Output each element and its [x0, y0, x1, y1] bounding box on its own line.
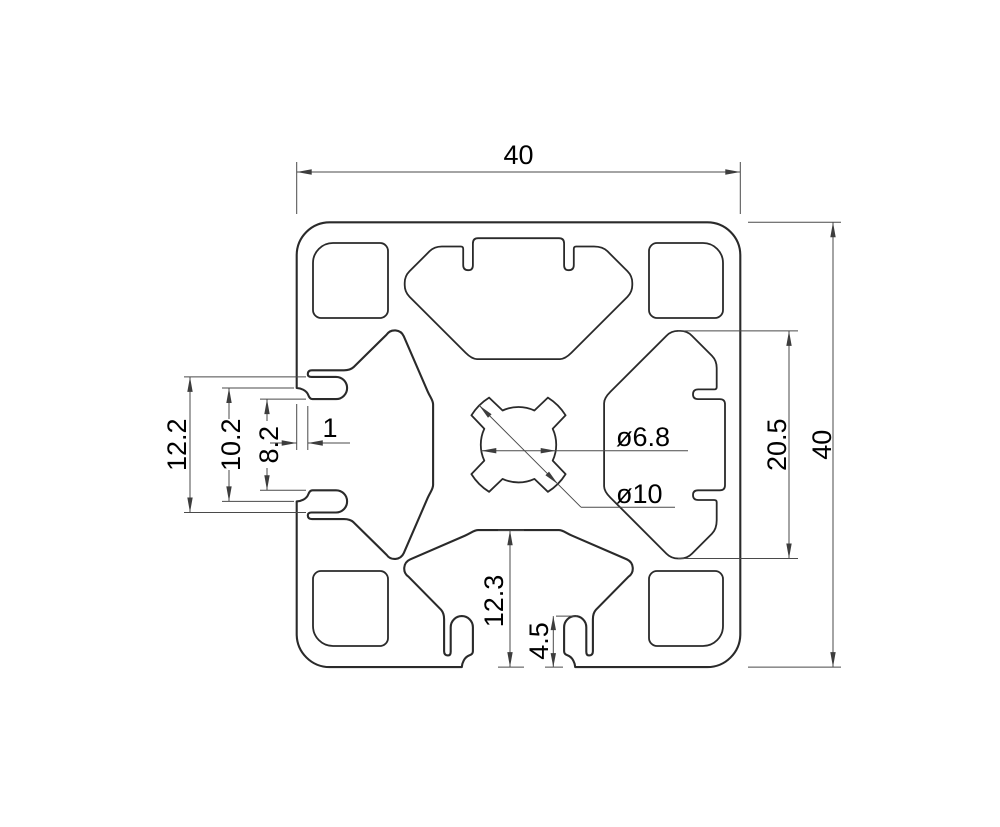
dim-left-slot-outer: 12.2: [162, 376, 306, 513]
dim-top-width: 40: [296, 140, 741, 214]
dimension-annotations: 40 40 20.5 12.2 10.2: [162, 140, 841, 668]
corner-cavity-bottom-right: [648, 570, 724, 647]
dim-left-slot-outer-label: 12.2: [162, 418, 192, 471]
corner-cavity-bottom-left: [312, 570, 389, 647]
dim-left-slot-face: 10.2: [216, 387, 294, 502]
top-closed-slot-cavity: [403, 237, 634, 360]
dim-left-slot-opening: 8.2: [254, 398, 306, 491]
dim-right-cavity-span-label: 20.5: [762, 418, 792, 471]
profile-outline: [295, 221, 742, 669]
dim-center-bore-core: ø6.8: [481, 422, 688, 454]
dim-center-bore-core-label: ø6.8: [616, 422, 670, 452]
corner-cavity-top-left: [312, 242, 389, 319]
dim-right-height: 40: [748, 221, 841, 668]
dim-top-width-label: 40: [503, 140, 533, 170]
dim-left-slot-opening-label: 8.2: [254, 426, 284, 464]
dim-center-bore-major: ø10: [478, 405, 675, 509]
dim-right-cavity-span: 20.5: [678, 330, 798, 559]
dim-bottom-slot-depth: 12.3: [479, 529, 524, 668]
dim-lip-step-label: 1: [322, 413, 337, 443]
dim-bottom-lip-depth: 4.5: [524, 615, 577, 668]
dim-right-height-label: 40: [807, 430, 837, 460]
dim-center-bore-major-label: ø10: [616, 479, 663, 509]
corner-cavity-top-right: [648, 242, 724, 319]
profile-outer-boundary: [295, 221, 742, 669]
dim-bottom-lip-depth-label: 4.5: [524, 622, 554, 660]
right-closed-slot-cavity: [603, 330, 726, 560]
center-bore: [470, 396, 567, 493]
dim-lip-step: 1: [270, 404, 350, 450]
dim-left-slot-face-label: 10.2: [216, 418, 246, 471]
dim-bottom-slot-depth-label: 12.3: [479, 575, 509, 628]
